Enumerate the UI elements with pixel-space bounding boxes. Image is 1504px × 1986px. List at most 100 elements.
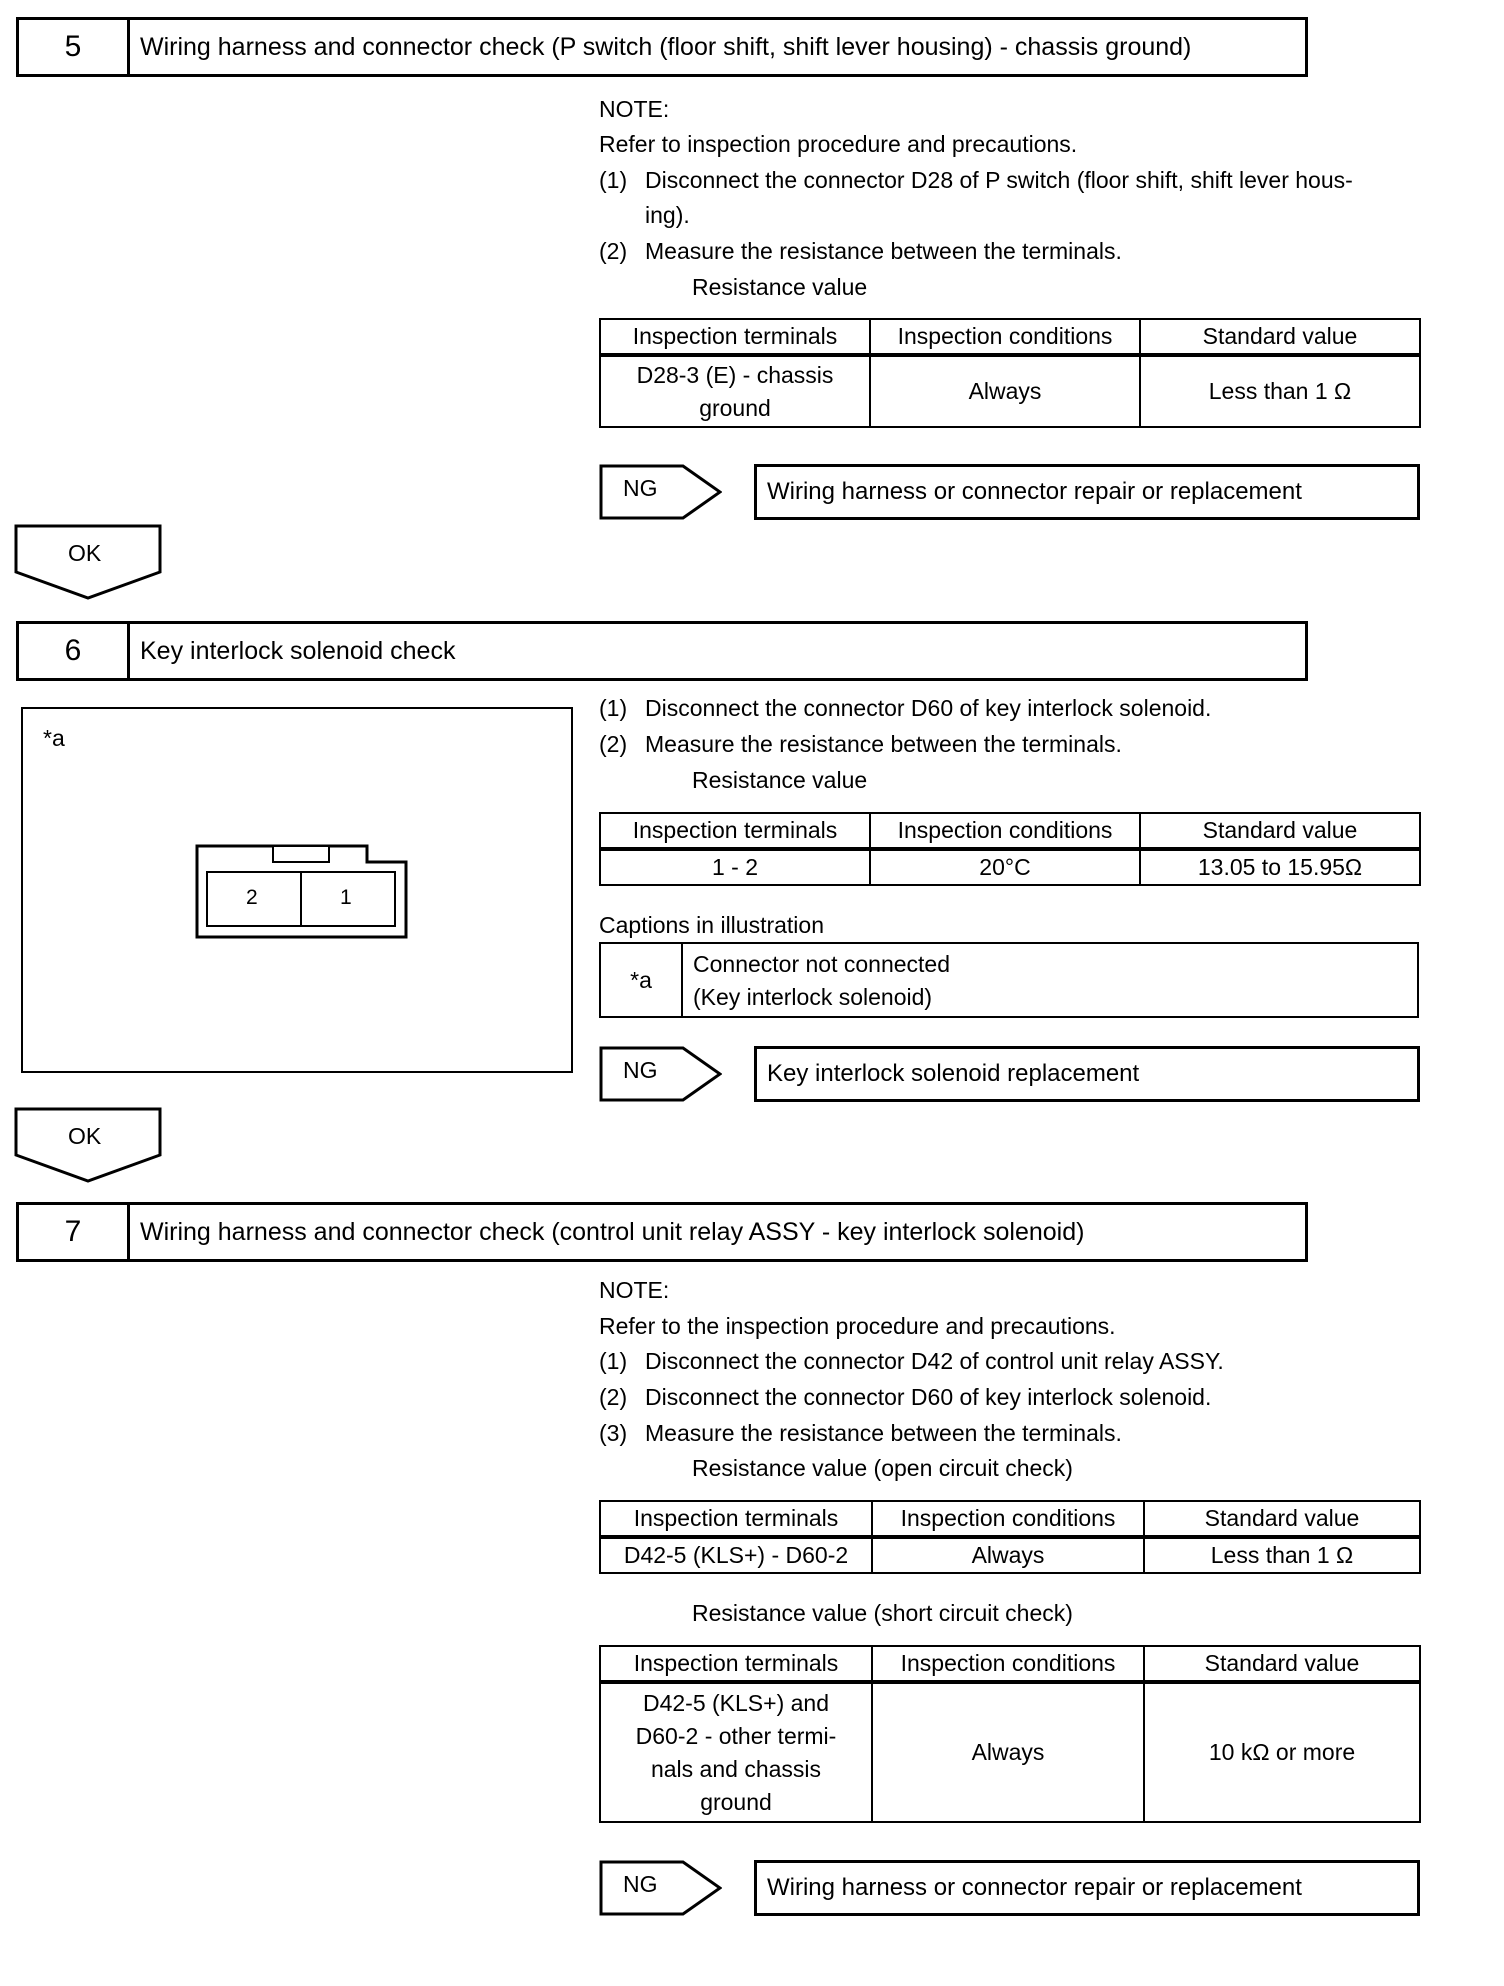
instruction-2: (2) Disconnect the connector D60 of key i…: [599, 1382, 1211, 1412]
ng-label: NG: [623, 1871, 658, 1897]
step-number: 6: [19, 624, 130, 678]
step-title: Wiring harness and connector check (cont…: [140, 1217, 1085, 1246]
header-terminals: Inspection terminals: [599, 1500, 873, 1538]
arrow-down-shape: [14, 524, 162, 600]
resistance-table: Inspection terminals Inspection conditio…: [599, 812, 1421, 886]
caption-line: (Key interlock solenoid): [693, 984, 933, 1010]
ng-result-box: Wiring harness or connector repair or re…: [754, 1860, 1420, 1916]
ng-label: NG: [623, 475, 658, 501]
instruction-1: (1) Disconnect the connector D42 of contr…: [599, 1346, 1224, 1376]
instruction-number: (1): [599, 167, 628, 193]
table-header-row: Inspection terminals Inspection conditio…: [599, 1500, 1421, 1538]
table-header-row: Inspection terminals Inspection conditio…: [599, 812, 1421, 850]
captions-title: Captions in illustration: [599, 912, 825, 938]
header-conditions: Inspection conditions: [871, 1645, 1145, 1683]
table-row: 1 - 2 20°C 13.05 to 15.95Ω: [599, 848, 1421, 886]
instruction-number: (2): [599, 238, 628, 264]
captions-table: *a Connector not connected (Key interloc…: [599, 942, 1419, 1018]
step-number: 7: [19, 1205, 130, 1259]
caption-key: *a: [601, 944, 683, 1016]
header-terminals: Inspection terminals: [599, 1645, 873, 1683]
ng-arrow: NG: [599, 464, 723, 520]
resistance-table: Inspection terminals Inspection conditio…: [599, 318, 1421, 428]
instruction-3: (3)Measure the resistance between the te…: [599, 1418, 1122, 1448]
cell-terminals: D28-3 (E) - chassis ground: [599, 354, 871, 428]
header-terminals: Inspection terminals: [599, 318, 871, 356]
instruction-text: Measure the resistance between the termi…: [645, 731, 1122, 757]
cell-value: 13.05 to 15.95Ω: [1139, 848, 1421, 886]
cell-line: ground: [700, 1788, 772, 1815]
instruction-1-cont: ing).: [645, 202, 690, 228]
note-label: NOTE:: [599, 1277, 670, 1303]
step-title: Key interlock solenoid check: [140, 636, 456, 665]
header-standard: Standard value: [1139, 318, 1421, 356]
note-text: Refer to inspection procedure and precau…: [599, 131, 1078, 157]
instruction-text: Disconnect the connector D42 of control …: [645, 1348, 1224, 1374]
header-standard: Standard value: [1143, 1500, 1421, 1538]
arrow-down-shape: [14, 1107, 162, 1183]
ng-arrow: NG: [599, 1046, 723, 1102]
table-header-row: Inspection terminals Inspection conditio…: [599, 318, 1421, 356]
connector-diagram: [195, 844, 408, 939]
open-circuit-table: Inspection terminals Inspection conditio…: [599, 1500, 1421, 1574]
instruction-text: Measure the resistance between the termi…: [645, 238, 1122, 264]
ng-result-box: Wiring harness or connector repair or re…: [754, 464, 1420, 520]
ng-arrow: NG: [599, 1860, 723, 1916]
table-row: D28-3 (E) - chassis ground Always Less t…: [599, 354, 1421, 428]
caption-value: Connector not connected (Key interlock s…: [683, 944, 960, 1016]
header-terminals: Inspection terminals: [599, 812, 871, 850]
ok-label: OK: [68, 1123, 102, 1149]
cell-condition: Always: [871, 1681, 1145, 1823]
cell-terminals: D42-5 (KLS+) and D60-2 - other termi- na…: [599, 1681, 873, 1823]
instruction-number: (2): [599, 731, 628, 757]
ok-arrow: OK: [14, 524, 162, 600]
table-header-row: Inspection terminals Inspection conditio…: [599, 1645, 1421, 1683]
note-label: NOTE:: [599, 96, 670, 122]
table-row: D42-5 (KLS+) and D60-2 - other termi- na…: [599, 1681, 1421, 1823]
instruction-number: (3): [599, 1420, 628, 1446]
table-title: Resistance value (open circuit check): [692, 1455, 1073, 1481]
table-title: Resistance value: [692, 767, 868, 793]
instruction-2: (2) Measure the resistance between the te…: [599, 729, 1122, 759]
arrow-right-shape: [599, 1860, 723, 1916]
instruction-number: (1): [599, 695, 628, 721]
instruction-text: Disconnect the connector D28 of P switch…: [645, 167, 1353, 193]
connector-illustration: *a 2 1: [21, 707, 573, 1073]
ng-label: NG: [623, 1057, 658, 1083]
ok-arrow: OK: [14, 1107, 162, 1183]
header-conditions: Inspection conditions: [869, 812, 1141, 850]
header-standard: Standard value: [1143, 1645, 1421, 1683]
cell-value: Less than 1 Ω: [1139, 354, 1421, 428]
cell-terminals: 1 - 2: [599, 848, 871, 886]
instruction-text: Disconnect the connector D60 of key inte…: [645, 1384, 1212, 1410]
ng-result-box: Key interlock solenoid replacement: [754, 1046, 1420, 1102]
table-title: Resistance value: [692, 274, 868, 300]
instruction-number: (1): [599, 1348, 628, 1374]
instruction-number: (2): [599, 1384, 628, 1410]
cell-line: nals and chassis: [650, 1755, 822, 1782]
ok-label: OK: [68, 540, 102, 566]
step-number: 5: [19, 20, 130, 74]
step-title: Wiring harness and connector check (P sw…: [140, 32, 1192, 61]
arrow-right-shape: [599, 464, 723, 520]
caption-line: Connector not connected: [693, 951, 951, 977]
table-title: Resistance value (short circuit check): [692, 1600, 1073, 1626]
header-standard: Standard value: [1139, 812, 1421, 850]
table-row: D42-5 (KLS+) - D60-2 Always Less than 1 …: [599, 1536, 1421, 1574]
instruction-2: (2) Measure the resistance between the te…: [599, 236, 1122, 266]
illustration-label: *a: [43, 725, 65, 751]
header-conditions: Inspection conditions: [871, 1500, 1145, 1538]
cell-condition: Always: [869, 354, 1141, 428]
cell-terminals: D42-5 (KLS+) - D60-2: [599, 1536, 873, 1574]
pin-2-label: 2: [246, 886, 258, 909]
cell-line: ground: [699, 394, 771, 421]
short-circuit-table: Inspection terminals Inspection conditio…: [599, 1645, 1421, 1823]
cell-line: D28-3 (E) - chassis: [636, 361, 834, 388]
cell-line: D60-2 - other termi-: [635, 1722, 837, 1749]
note-text: Refer to the inspection procedure and pr…: [599, 1313, 1116, 1339]
instruction-1: (1)Disconnect the connector D60 of key i…: [599, 693, 1211, 723]
cell-value: 10 kΩ or more: [1143, 1681, 1421, 1823]
cell-condition: 20°C: [869, 848, 1141, 886]
arrow-right-shape: [599, 1046, 723, 1102]
header-conditions: Inspection conditions: [869, 318, 1141, 356]
